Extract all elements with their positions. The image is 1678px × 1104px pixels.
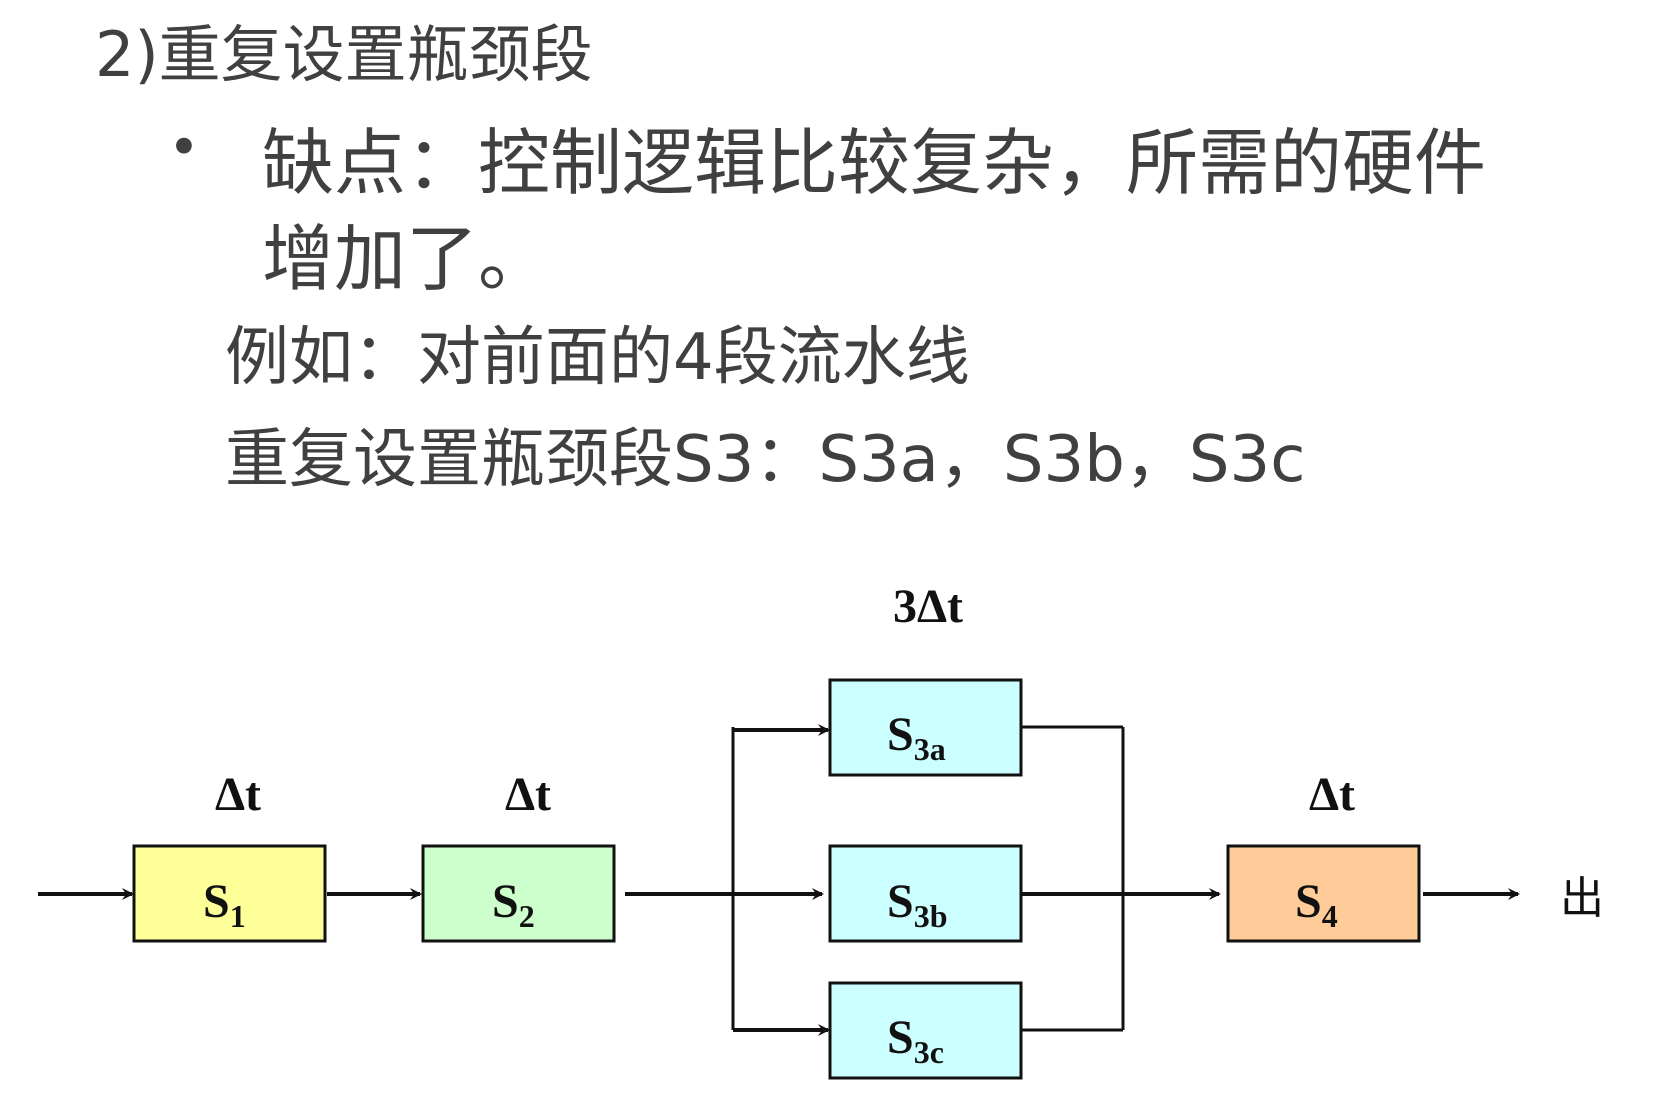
disadvantage-line-1: 缺点：控制逻辑比较复杂，所需的硬件 [262,121,1487,205]
stage-s2-box [421,844,616,943]
stage-s3b-label: S3b [887,875,948,934]
stage-s4: S4 [1226,844,1421,943]
bottleneck-line: 重复设置瓶颈段S3：S3a，S3b，S3c [225,423,1306,497]
stage-s3b-box [828,844,1023,943]
parallel-time-label: 3Δt [893,580,963,633]
s1-time-label: Δt [215,768,261,821]
stage-s4-label: S4 [1295,875,1338,934]
stage-s3b: S3b [828,844,1023,943]
stage-s3c-box [828,981,1023,1080]
stage-s3a-label: S3a [887,708,946,767]
disadvantage-line-2: 增加了。 [262,217,551,301]
stage-s3c: S3c [828,981,1023,1080]
stage-s3c-label: S3c [887,1011,944,1070]
s4-time-label: Δt [1309,768,1355,821]
stage-s2: S2 [421,844,616,943]
stage-s1: S1 [132,844,327,943]
s2-time-label: Δt [505,768,551,821]
stage-s4-box [1226,844,1421,943]
stage-s2-label: S2 [492,875,535,934]
stage-s1-box [132,844,327,943]
section-heading: 2)重复设置瓶颈段 [95,18,593,91]
example-line: 例如：对前面的4段流水线 [225,321,970,395]
stage-s3a-box [828,678,1023,777]
connectors [38,724,1520,1036]
output-label: 出 [1560,873,1604,924]
stage-s3a: S3a [828,678,1023,777]
stage-s1-label: S1 [203,875,246,934]
bullet-marker: • [168,116,200,179]
